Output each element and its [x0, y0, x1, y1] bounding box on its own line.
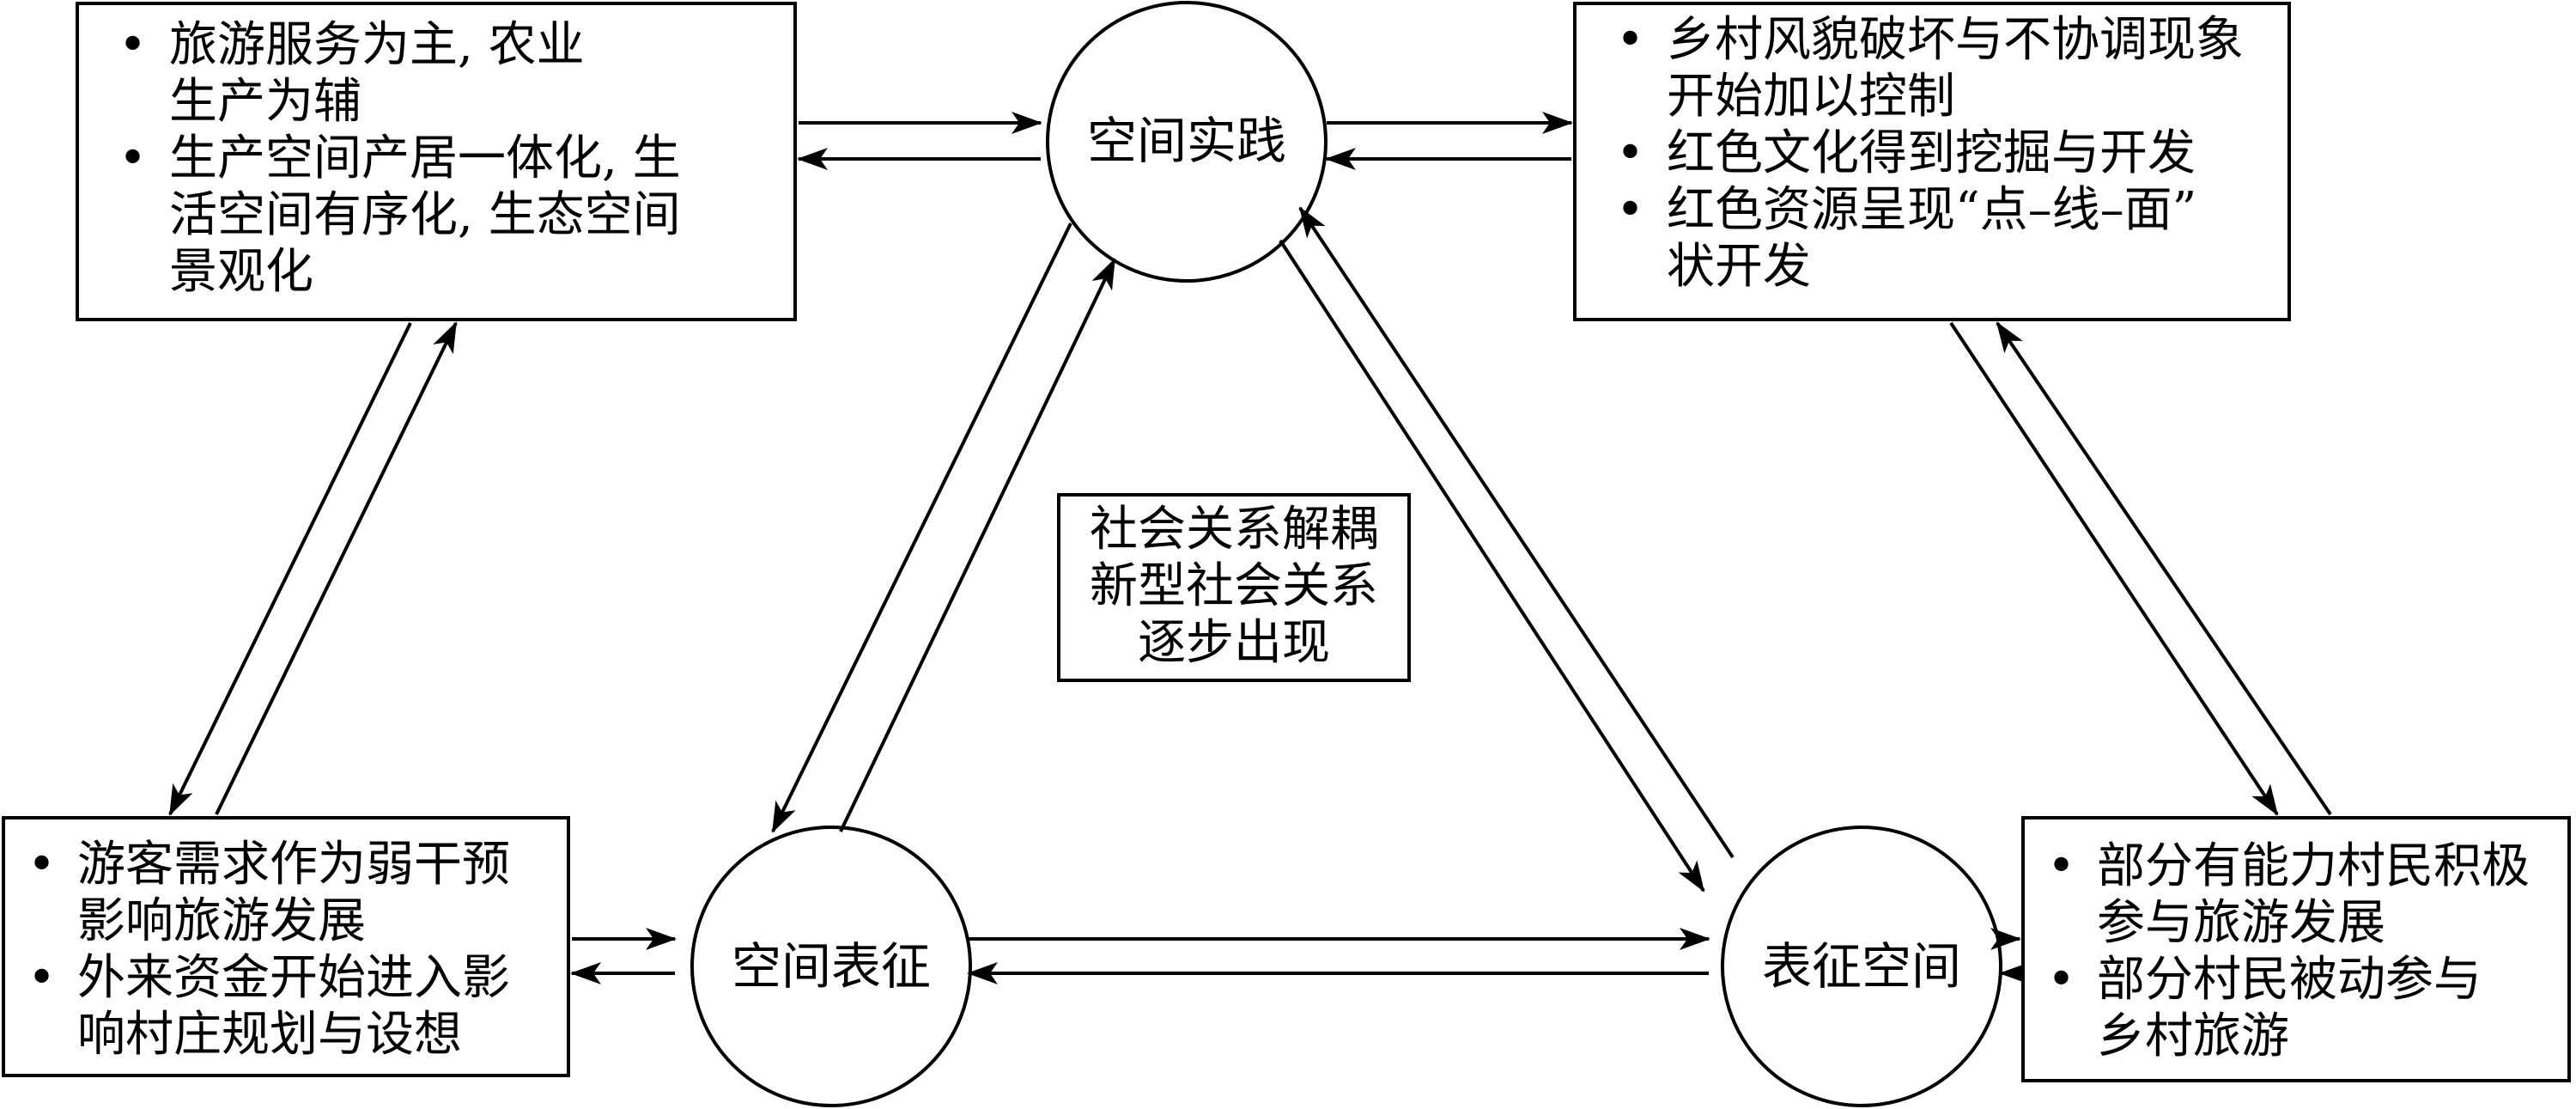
bullet-line: 乡村旅游	[2097, 1008, 2289, 1064]
center-note-line: 社会关系解耦	[1090, 502, 1378, 558]
center-note-line: 逐步出现	[1138, 615, 1330, 671]
bullet-item: 外来资金开始进入影 响村庄规划与设想	[5, 950, 567, 1063]
bullet-line: 状开发	[1667, 239, 1811, 295]
bullet-line: 红色文化得到挖掘与开发	[1667, 125, 2196, 181]
box-bottom-left: 游客需求作为弱干预 影响旅游发展 外来资金开始进入影 响村庄规划与设想	[2, 816, 570, 1077]
bullet-item: 红色资源呈现“点–线–面” 状开发	[1577, 182, 2287, 296]
bullet-line: 生产空间产居一体化, 生	[169, 131, 681, 186]
bullet-line: 生产为辅	[169, 74, 361, 130]
box-bottom-right: 部分有能力村民积极 参与旅游发展 部分村民被动参与 乡村旅游	[2021, 816, 2571, 1082]
bullet-item: 部分村民被动参与 乡村旅游	[2025, 952, 2567, 1065]
node-label-practice: 空间实践	[1086, 112, 1286, 170]
bullet-item: 生产空间产居一体化, 生 活空间有序化, 生态空间 景观化	[79, 131, 793, 301]
box-top-left: 旅游服务为主, 农业 生产为辅 生产空间产居一体化, 生 活空间有序化, 生态空…	[76, 2, 797, 321]
bullet-line: 红色资源呈现“点–线–面”	[1667, 182, 2197, 238]
center-note: 社会关系解耦 新型社会关系 逐步出现	[1057, 493, 1411, 682]
arrow-practice-to-space	[1279, 239, 1705, 893]
arrow-bottomright-to-topright	[1996, 321, 2332, 816]
bullet-item: 部分有能力村民积极 参与旅游发展	[2025, 838, 2567, 952]
bullet-line: 旅游服务为主, 农业	[169, 17, 585, 73]
bullet-line: 活空间有序化, 生态空间	[169, 187, 681, 243]
bullet-line: 景观化	[169, 244, 313, 300]
bullet-line: 部分村民被动参与	[2097, 952, 2482, 1008]
center-note-line: 新型社会关系	[1090, 558, 1378, 614]
arrow-representation-to-practice	[839, 258, 1116, 832]
node-circle-practice	[1046, 1, 1327, 283]
node-label-representational-space: 表征空间	[1761, 937, 1961, 996]
arrow-bottomleft-to-topleft	[215, 321, 458, 815]
arrow-space-to-practice	[1298, 206, 1735, 859]
bullet-item: 旅游服务为主, 农业 生产为辅	[79, 17, 793, 131]
bullet-line: 游客需求作为弱干预	[77, 837, 510, 893]
arrow-topleft-to-bottomleft	[168, 322, 412, 816]
bullet-item: 红色文化得到挖掘与开发	[1577, 125, 2287, 182]
arrow-practice-to-representation	[771, 222, 1072, 833]
bullet-line: 部分有能力村民积极	[2097, 838, 2530, 894]
bullet-item: 游客需求作为弱干预 影响旅游发展	[5, 837, 567, 950]
node-label-representation: 空间表征	[731, 937, 931, 996]
bullet-line: 参与旅游发展	[2097, 895, 2385, 951]
bullet-line: 乡村风貌破坏与不协调现象	[1667, 12, 2244, 68]
bullet-line: 外来资金开始进入影	[77, 950, 510, 1006]
bullet-line: 响村庄规划与设想	[77, 1007, 462, 1063]
arrow-topright-to-bottomright	[1949, 321, 2279, 816]
bullet-item: 乡村风貌破坏与不协调现象 开始加以控制	[1577, 12, 2287, 125]
bullet-line: 开始加以控制	[1667, 69, 1955, 125]
bullet-line: 影响旅游发展	[77, 893, 366, 949]
box-top-right: 乡村风貌破坏与不协调现象 开始加以控制 红色文化得到挖掘与开发 红色资源呈现“点…	[1573, 2, 2291, 321]
